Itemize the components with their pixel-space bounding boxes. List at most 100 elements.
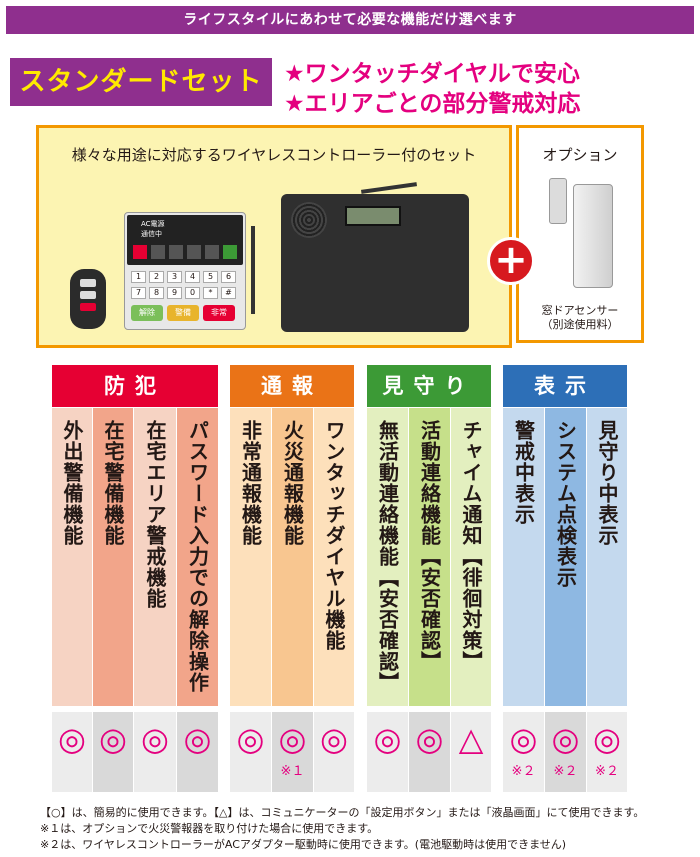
option-box: オプション 窓ドアセンサー （別途使用料） [516,125,644,343]
mark-cell: △ [451,712,491,792]
mark: ◎ [58,720,86,758]
top-banner: ライフスタイルにあわせて必要な機能だけ選べます [6,6,694,34]
mark: △ [458,720,484,758]
key: 8 [149,287,164,299]
mark-cell: ◎ [367,712,408,792]
option-caption-line2: （別途使用料） [541,318,619,331]
key: 9 [167,287,182,299]
category-header-display: 表示 [503,365,627,407]
mark-cell: ◎ [52,712,92,792]
mark-cell: ◎ [134,712,176,792]
door-sensor-main [573,184,613,288]
feature-text: パスワード入力での解除操作 [185,420,210,693]
mark: ◎ [320,720,348,758]
mark: ◎ [593,720,621,758]
category-header-report: 通報 [230,365,354,407]
feature-fire-report: 火災通報機能 [272,408,313,706]
feature-text: 外出警備機能 [60,420,84,546]
conn-label: 通信中 [141,230,162,238]
mark: ◎ [183,720,212,758]
controller-antenna [251,226,255,314]
mark: ◎ [99,720,127,758]
mark-cell: ◎ [177,712,218,792]
feature-text: 在宅警備機能 [101,420,125,546]
feature-emergency-report: 非常通報機能 [230,408,271,706]
set-caption: 様々な用途に対応するワイヤレスコントローラー付のセット [71,146,477,164]
feature-text: 無活動連絡機能【安否確認】 [375,420,400,693]
option-caption: 窓ドアセンサー （別途使用料） [519,304,641,332]
option-caption-line1: 窓ドアセンサー [541,304,619,317]
feature-home-guard: 在宅警備機能 [93,408,133,706]
feature-text: 在宅エリア警戒機能 [143,420,167,609]
mark-cell: ◎ ※２ [545,712,586,792]
feature-password-disarm: パスワード入力での解除操作 [177,408,218,706]
mark-note: ※１ [280,764,305,779]
mark-cell: ◎ [93,712,133,792]
mark: ◎ [509,720,538,758]
mark: ◎ [141,720,169,758]
footnote-2: ※１は、オプションで火災警報器を取り付けた場合に使用できます。 [40,822,379,835]
category-header-security: 防犯 [52,365,218,407]
feature-text: システム点検表示 [553,420,578,588]
feature-one-touch-dial: ワンタッチダイヤル機能 [314,408,354,706]
key: 6 [221,271,236,283]
key: 0 [185,287,200,299]
arm-key: 警備 [167,305,199,321]
feature-text: 見守り中表示 [595,420,619,546]
mark: ◎ [415,720,444,758]
mark: ◎ [236,720,265,758]
wireless-controller: AC電源 通信中 1 2 3 4 5 6 7 8 9 0 * # 解除 警備 非… [124,212,246,330]
mark-cell: ◎ ※２ [503,712,544,792]
feature-text: 活動連絡機能【安否確認】 [417,420,442,672]
mark-note: ※２ [553,764,578,779]
feature-activity-notice: 活動連絡機能【安否確認】 [409,408,450,706]
plus-icon: + [487,237,535,285]
feature-home-area-guard: 在宅エリア警戒機能 [134,408,176,706]
key: 7 [131,287,146,299]
feature-text: チャイム通知【徘徊対策】 [459,420,483,672]
feature-guarding-display: 警戒中表示 [503,408,544,706]
mark-cell: ◎ [314,712,354,792]
mark: ◎ [278,720,307,758]
communicator-antenna [360,182,418,194]
feature-chime-notice: チャイム通知【徘徊対策】 [451,408,491,706]
feature-text: 火災通報機能 [280,420,305,546]
key: 5 [203,271,218,283]
key: 4 [185,271,200,283]
mark-cell: ◎ ※２ [587,712,627,792]
mark-cell: ◎ ※１ [272,712,313,792]
key: 1 [131,271,146,283]
door-sensor-image [549,178,567,224]
mark-note: ※２ [595,764,619,779]
headline-2: ★エリアごとの部分警戒対応 [284,91,581,117]
mark-cell: ◎ [409,712,450,792]
key: 3 [167,271,182,283]
option-title: オプション [542,146,618,164]
feature-text: 非常通報機能 [238,420,263,546]
mark-note: ※２ [511,764,536,779]
headline-1: ★ワンタッチダイヤルで安心 [284,61,580,87]
key-fob-remote [70,269,106,329]
footnote-1: 【○】は、簡易的に使用できます。【△】は、コミュニケーターの「設定用ボタン」また… [40,806,645,819]
feature-text: 警戒中表示 [511,420,536,525]
key: # [221,287,236,299]
footnotes: 【○】は、簡易的に使用できます。【△】は、コミュニケーターの「設定用ボタン」また… [40,805,644,853]
key: 2 [149,271,164,283]
key: * [203,287,218,299]
mark: ◎ [551,720,580,758]
mark: ◎ [373,720,402,758]
feature-text: ワンタッチダイヤル機能 [322,420,346,651]
feature-watching-display: 見守り中表示 [587,408,627,706]
standard-set-box: 様々な用途に対応するワイヤレスコントローラー付のセット AC電源 通信中 1 2… [36,125,512,348]
feature-system-check-display: システム点検表示 [545,408,586,706]
footnote-3: ※２は、ワイヤレスコントローラーがACアダプター駆動時に使用できます。(電池駆動… [40,838,567,851]
ac-label: AC電源 [141,220,165,228]
communicator-unit [281,194,469,332]
disarm-key: 解除 [131,305,163,321]
feature-inactivity-notice: 無活動連絡機能【安否確認】 [367,408,408,706]
set-title: スタンダードセット [10,58,272,106]
category-header-watch: 見守り [367,365,491,407]
feature-away-guard: 外出警備機能 [52,408,92,706]
mark-cell: ◎ [230,712,271,792]
emergency-key: 非常 [203,305,235,321]
